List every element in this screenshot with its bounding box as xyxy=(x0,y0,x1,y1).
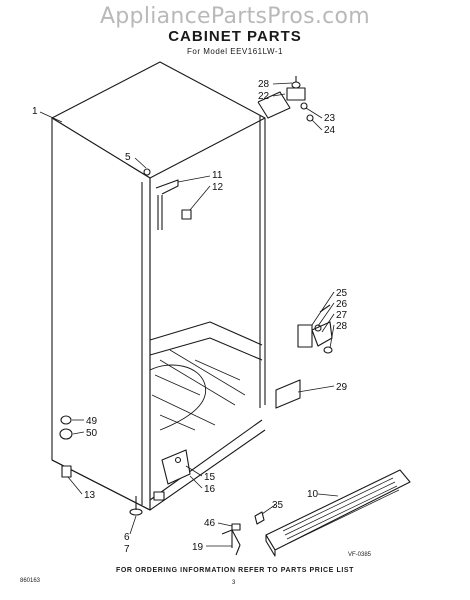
model-subtitle: For Model EEV161LW-1 xyxy=(187,47,283,56)
callout-5: 5 xyxy=(125,152,131,163)
callout-7: 7 xyxy=(124,544,130,555)
callout-46: 46 xyxy=(204,518,216,529)
toe-grille xyxy=(265,469,411,557)
figure-code: VF-0385 xyxy=(348,552,372,558)
clip-parts xyxy=(221,511,265,556)
callout-1: 1 xyxy=(32,106,38,117)
callout-28-top: 28 xyxy=(258,79,270,90)
callout-26: 26 xyxy=(336,299,348,310)
callout-50: 50 xyxy=(86,428,98,439)
callout-12: 12 xyxy=(212,182,224,193)
lower-hinge xyxy=(297,304,333,354)
callout-28-lower: 28 xyxy=(336,321,348,332)
page-title: CABINET PARTS xyxy=(168,28,302,45)
callout-13: 13 xyxy=(84,490,96,501)
watermark: AppliancePartsPros.com xyxy=(99,4,371,29)
callout-23: 23 xyxy=(324,113,336,124)
callout-27: 27 xyxy=(336,310,348,321)
callout-49: 49 xyxy=(86,416,98,427)
callout-6: 6 xyxy=(124,532,130,543)
document-code: 860163 xyxy=(20,578,41,584)
callouts: 1 5 11 12 28 22 23 24 25 26 27 28 29 49 … xyxy=(32,79,348,555)
callout-25: 25 xyxy=(336,288,348,299)
screw-5 xyxy=(143,168,151,176)
callout-10: 10 xyxy=(307,489,319,500)
callout-24: 24 xyxy=(324,125,336,136)
ordering-footer: FOR ORDERING INFORMATION REFER TO PARTS … xyxy=(115,567,355,574)
leveling-parts xyxy=(59,415,73,478)
bracket-15-16 xyxy=(153,449,191,501)
front-foot xyxy=(129,496,143,516)
callout-22: 22 xyxy=(258,91,270,102)
callout-16: 16 xyxy=(204,484,216,495)
liner-floor xyxy=(149,321,263,346)
callout-35: 35 xyxy=(272,500,284,511)
bracket-29 xyxy=(275,379,301,409)
page-number: 3 xyxy=(232,580,236,586)
top-hinge xyxy=(257,76,314,122)
callout-19: 19 xyxy=(192,542,204,553)
callout-29: 29 xyxy=(336,382,348,393)
cabinet-side-panel xyxy=(51,117,151,511)
upper-bracket xyxy=(155,179,192,230)
callout-15: 15 xyxy=(204,472,216,483)
callout-11: 11 xyxy=(212,170,223,181)
